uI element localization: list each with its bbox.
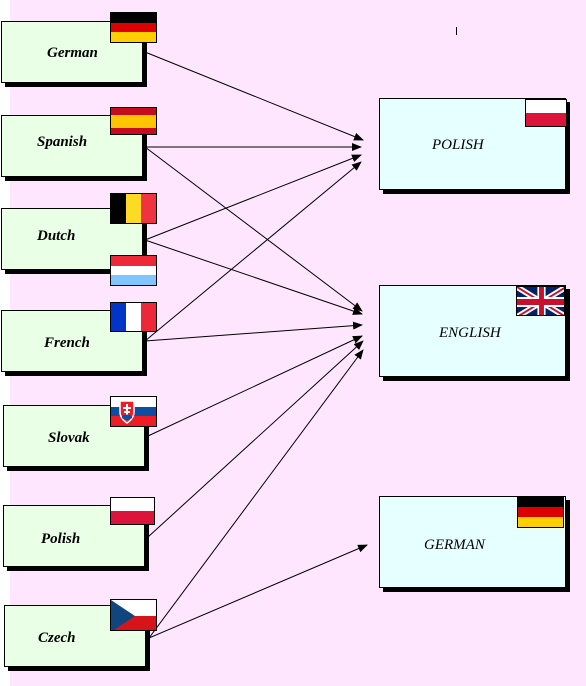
- poland-flag-icon: [110, 497, 155, 525]
- germany-flag-icon: [110, 12, 157, 43]
- target-label: GERMAN: [424, 537, 485, 553]
- germany-flag-icon: [517, 496, 564, 528]
- united-kingdom-flag-icon: [516, 286, 565, 316]
- source-label: Czech: [38, 630, 76, 646]
- target-label: ENGLISH: [439, 325, 501, 341]
- spain-flag-icon: [110, 107, 157, 135]
- source-label: Dutch: [37, 228, 76, 244]
- stray-mark: [456, 27, 457, 35]
- source-box-spanish: Spanish: [1, 115, 143, 177]
- czech-flag-icon: [110, 599, 157, 631]
- luxembourg-flag-icon: [110, 255, 157, 286]
- source-label: German: [47, 45, 98, 61]
- source-label: Slovak: [48, 430, 90, 446]
- source-label: Spanish: [37, 134, 88, 150]
- source-label: Polish: [41, 531, 81, 547]
- slovakia-flag-icon: [110, 396, 157, 427]
- poland-flag-icon: [525, 99, 567, 127]
- source-box-french: French: [1, 310, 143, 372]
- target-label: POLISH: [432, 137, 484, 153]
- france-flag-icon: [110, 302, 157, 332]
- source-label: French: [44, 335, 90, 351]
- belgium-flag-icon: [110, 193, 157, 224]
